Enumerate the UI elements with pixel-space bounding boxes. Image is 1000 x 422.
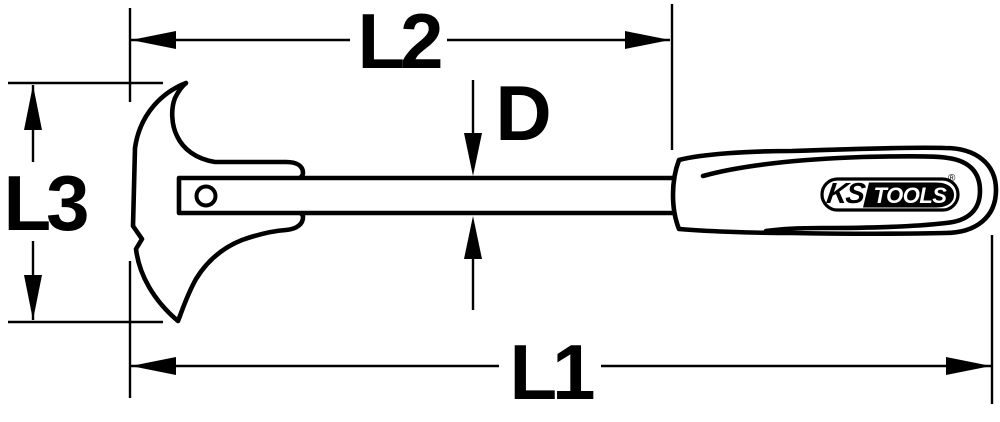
dimension-label-l1: L1 — [509, 328, 595, 416]
dimension-label-l3: L3 — [3, 159, 89, 247]
logo-tools-block — [863, 182, 954, 208]
dimension-l3 — [8, 81, 163, 324]
dimension-d — [464, 80, 482, 310]
dimension-l2 — [128, 4, 674, 150]
l1-arrowhead-right — [946, 357, 991, 375]
l3-arrowhead-down — [24, 275, 42, 320]
l2-arrowhead-right — [625, 31, 670, 49]
logo-registered-mark: ® — [948, 173, 956, 184]
dimension-l1 — [128, 235, 994, 404]
l1-arrowhead-left — [131, 357, 176, 375]
dimension-label-d: D — [495, 69, 551, 157]
tool-shaft — [176, 175, 693, 216]
logo-badge — [820, 177, 960, 212]
l3-arrowhead-up — [24, 85, 42, 130]
d-arrowhead-up — [464, 216, 482, 259]
handle-inner-contour — [700, 154, 983, 234]
l2-arrowhead-left — [131, 31, 176, 49]
logo-tools-text: TOOLS — [873, 183, 947, 208]
tool-drawing — [130, 80, 999, 324]
logo-ks-text: KS — [824, 178, 866, 210]
d-arrowhead-down — [464, 133, 482, 176]
dimension-label-l2: L2 — [357, 0, 443, 85]
shaft-hole — [194, 184, 218, 208]
